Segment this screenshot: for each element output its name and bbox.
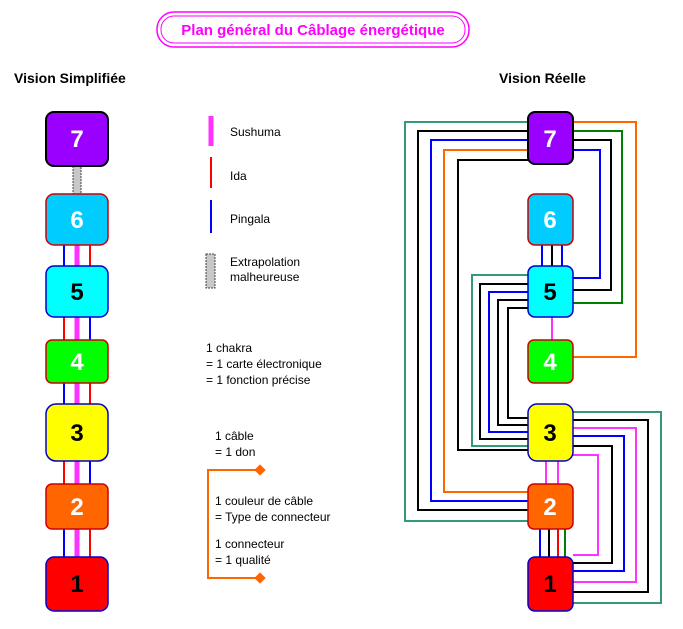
real-chakra-2-box: 2 [527,483,574,530]
real-chakra-5-label: 5 [543,279,556,306]
note-cable-1: 1 câble [215,429,254,443]
notes: 1 chakra = 1 carte électronique = 1 fonc… [206,341,331,584]
chakra-1-box: 1 [45,556,109,612]
note-connecteur-2: = 1 qualité [215,553,271,567]
real-chakra-5-box: 5 [527,265,574,318]
extrapolation-cable [72,165,82,196]
note-couleur-1: 1 couleur de câble [215,494,313,508]
chakra-7-box: 7 [45,111,109,167]
simplified-cables [63,245,91,557]
note-couleur-2: = Type de connecteur [215,510,331,524]
legend-sushuma: Sushuma [230,125,281,139]
real-chakra-4-box: 4 [527,339,574,384]
note-connecteur-1: 1 connecteur [215,537,284,551]
left-heading: Vision Simplifiée [14,70,126,86]
real-chakra-7-box: 7 [527,111,574,165]
real-chakra-1-label: 1 [543,571,556,598]
legend-pingala: Pingala [230,212,270,226]
chakra-3-label: 3 [70,420,83,447]
note-chakra-1: 1 chakra [206,341,252,355]
chakra-7-label: 7 [70,126,83,153]
real-chakra-6-box: 6 [527,193,574,246]
note-chakra-2: = 1 carte électronique [206,357,322,371]
real-chakra-2-label: 2 [543,494,556,521]
note-cable-2: = 1 don [215,445,255,459]
orange-cable-illustration [207,464,266,584]
chakra-4-label: 4 [70,349,84,376]
legend-extrapolation-1: Extrapolation [230,255,300,269]
right-heading: Vision Réelle [499,70,586,86]
real-chakra-3-label: 3 [543,420,556,447]
real-view: 7 6 5 4 3 2 1 [404,111,662,612]
real-chakra-4-label: 4 [543,349,557,376]
real-chakra-6-label: 6 [543,207,556,234]
chakra-4-box: 4 [45,339,109,384]
extrapolation-swatch [205,253,216,289]
real-view-cables [404,121,662,604]
chakra-6-label: 6 [70,207,83,234]
chakra-3-box: 3 [45,403,109,462]
real-chakra-3-box: 3 [527,403,574,462]
chakra-2-box: 2 [45,483,109,530]
legend-extrapolation-2: malheureuse [230,270,300,284]
legend: Sushuma Ida Pingala Extrapolation malheu… [205,116,300,289]
title-box: Plan général du Câblage énergétique [156,11,470,48]
chakra-5-label: 5 [70,279,83,306]
chakra-6-box: 6 [45,193,109,246]
chakra-2-label: 2 [70,494,83,521]
chakra-1-label: 1 [70,571,83,598]
page-title: Plan général du Câblage énergétique [181,22,444,39]
chakra-5-box: 5 [45,265,109,318]
simplified-view: 7 6 5 4 3 2 1 [45,111,109,612]
legend-ida: Ida [230,169,247,183]
note-chakra-3: = 1 fonction précise [206,373,311,387]
real-chakra-7-label: 7 [543,126,556,153]
real-chakra-1-box: 1 [527,556,574,612]
